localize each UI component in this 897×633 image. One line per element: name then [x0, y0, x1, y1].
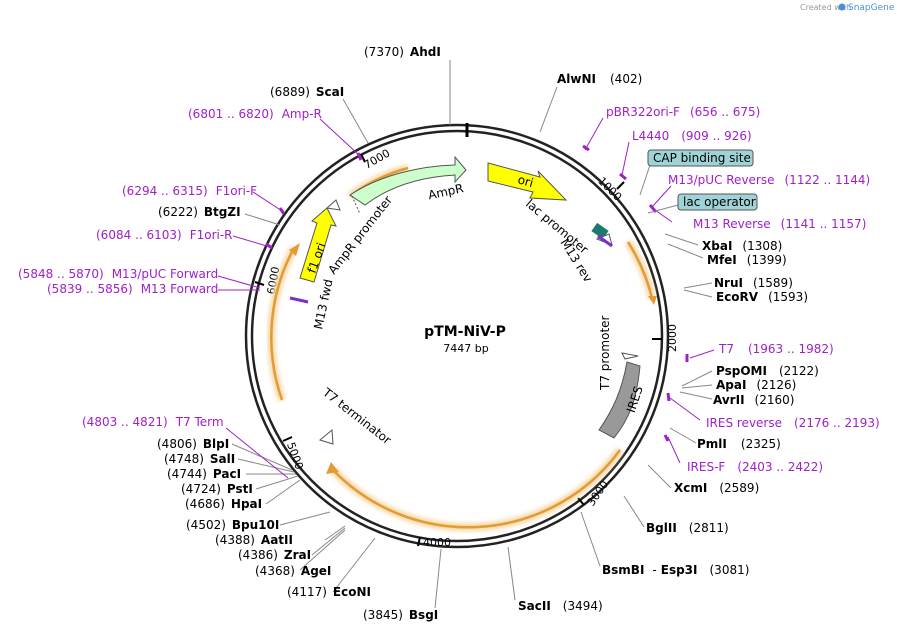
plasmid-length: 7447 bp	[443, 342, 488, 355]
plasmid-name: pTM-NiV-P	[424, 324, 506, 340]
enzyme-paci[interactable]: (4744)PacI	[167, 467, 241, 481]
enzyme-nrui[interactable]: NruI(1589)	[714, 276, 793, 290]
enzyme-apai[interactable]: ApaI(2126)	[716, 378, 796, 392]
backbone-outer-strand	[244, 123, 670, 549]
enzyme-bpu10i[interactable]: (4502)Bpu10I	[186, 518, 279, 532]
enzyme-bsmbi-esp3i[interactable]: BsmBI-Esp3I(3081)	[602, 563, 749, 577]
primer-m13-forward[interactable]: (5839 .. 5856)M13 Forward	[47, 282, 218, 296]
enzyme-psti[interactable]: (4724)PstI	[181, 482, 253, 496]
enzyme-btgzi[interactable]: (6222)BtgZI	[158, 205, 241, 219]
ampr-label: AmpR	[427, 181, 465, 202]
credit-prefix: Created with	[800, 3, 851, 12]
enzyme-sali[interactable]: (4748)SalI	[164, 452, 235, 466]
ires-feature[interactable]	[598, 361, 641, 439]
enzyme-labels: (7370)AhdI AlwNI(402) (6889)ScaI (6222)B…	[157, 45, 819, 622]
enzyme-ecorv[interactable]: EcoRV(1593)	[716, 290, 808, 304]
m13-rev-marker	[597, 234, 613, 248]
primer-m13-puc-forward[interactable]: (5848 .. 5870)M13/pUC Forward	[18, 267, 218, 281]
enzyme-alwni[interactable]: AlwNI(402)	[557, 72, 642, 86]
lac-promoter-feature[interactable]	[591, 222, 609, 240]
primer-l4440[interactable]: L4440(909 .. 926)	[632, 129, 752, 143]
enzyme-avrii[interactable]: AvrII(2160)	[713, 393, 794, 407]
enzyme-scai[interactable]: (6889)ScaI	[270, 85, 344, 99]
enzyme-pmli[interactable]: PmlI(2325)	[697, 437, 781, 451]
ampr-promoter-arrow-icon	[325, 199, 341, 211]
t7-terminator-arrow-icon	[318, 428, 334, 445]
enzyme-zrai[interactable]: (4386)ZraI	[238, 548, 311, 562]
orf-arcs	[267, 164, 657, 532]
m13-fwd-marker	[289, 296, 309, 304]
primer-ires-reverse[interactable]: IRES reverse(2176 .. 2193)	[706, 416, 880, 430]
primer-labels: (6801 .. 6820)Amp-R pBR322ori-F(656 .. 6…	[18, 105, 880, 474]
f1-ori-label: f1 ori	[305, 241, 329, 275]
enzyme-xbai[interactable]: XbaI(1308)	[702, 239, 782, 253]
primer-t7-term[interactable]: (4803 .. 4821)T7 Term	[82, 415, 224, 429]
primer-amp-r[interactable]: (6801 .. 6820)Amp-R	[188, 107, 322, 121]
enzyme-pspomi[interactable]: PspOMI(2122)	[716, 364, 819, 378]
lac-promoter-label: lac promoter	[523, 197, 591, 257]
enzyme-hpai[interactable]: (4686)HpaI	[185, 497, 262, 511]
enzyme-leaders	[231, 60, 713, 609]
primer-m13-puc-reverse[interactable]: M13/pUC Reverse(1122 .. 1144)	[668, 173, 870, 187]
enzyme-blpi[interactable]: (4806)BlpI	[157, 437, 229, 451]
enzyme-mfei[interactable]: MfeI(1399)	[707, 253, 787, 267]
t7-promoter-label: T7 promoter	[598, 315, 612, 391]
primer-leaders	[217, 117, 715, 479]
lac-operator-label: lac operator	[683, 195, 756, 209]
tick-label-5000: 5000	[284, 441, 306, 472]
enzyme-bsgi[interactable]: (3845)BsgI	[363, 608, 438, 622]
enzyme-econi[interactable]: (4117)EcoNI	[287, 585, 371, 599]
primer-m13-reverse[interactable]: M13 Reverse(1141 .. 1157)	[693, 217, 866, 231]
t7-promoter-arrow-icon	[621, 352, 639, 360]
tick-label-7000: 7000	[362, 147, 393, 172]
tick-label-2000: 2000	[666, 324, 679, 352]
ori-label: ori	[516, 172, 535, 190]
m13-fwd-label: M13 fwd	[311, 278, 335, 331]
primer-f1ori-r[interactable]: (6084 .. 6103)F1ori-R	[96, 228, 233, 242]
tick-label-4000: 4000	[423, 536, 451, 549]
f1-ori-feature[interactable]	[299, 207, 337, 283]
enzyme-aatii[interactable]: (4388)AatII	[215, 533, 293, 547]
primer-ires-f[interactable]: IRES-F(2403 .. 2422)	[687, 460, 823, 474]
enzyme-agei[interactable]: (4368)AgeI	[255, 564, 331, 578]
tick-marks	[254, 153, 662, 547]
ori-feature[interactable]	[487, 162, 568, 201]
primer-f1ori-f[interactable]: (6294 .. 6315)F1ori-F	[122, 184, 257, 198]
boxed-feature-labels: CAP binding site lac operator	[639, 149, 758, 214]
primer-pbr322ori-f[interactable]: pBR322ori-F(656 .. 675)	[606, 105, 760, 119]
enzyme-ahdi[interactable]: (7370)AhdI	[364, 45, 441, 59]
credit-brand: SnapGene	[848, 3, 895, 13]
cap-binding-site-box[interactable]	[647, 149, 754, 167]
snapgene-logo-icon	[838, 3, 846, 11]
backbone-inner-strand	[250, 129, 664, 543]
enzyme-sacii[interactable]: SacII(3494)	[518, 599, 603, 613]
primer-t7[interactable]: T7(1963 .. 1982)	[718, 342, 834, 356]
enzyme-xcmi[interactable]: XcmI(2589)	[674, 481, 759, 495]
lac-operator-box[interactable]	[677, 193, 758, 211]
ampr-junction	[351, 195, 361, 215]
cap-binding-site-label: CAP binding site	[653, 151, 751, 165]
ampr-feature[interactable]	[349, 155, 467, 206]
enzyme-bglii[interactable]: BglII(2811)	[646, 521, 729, 535]
